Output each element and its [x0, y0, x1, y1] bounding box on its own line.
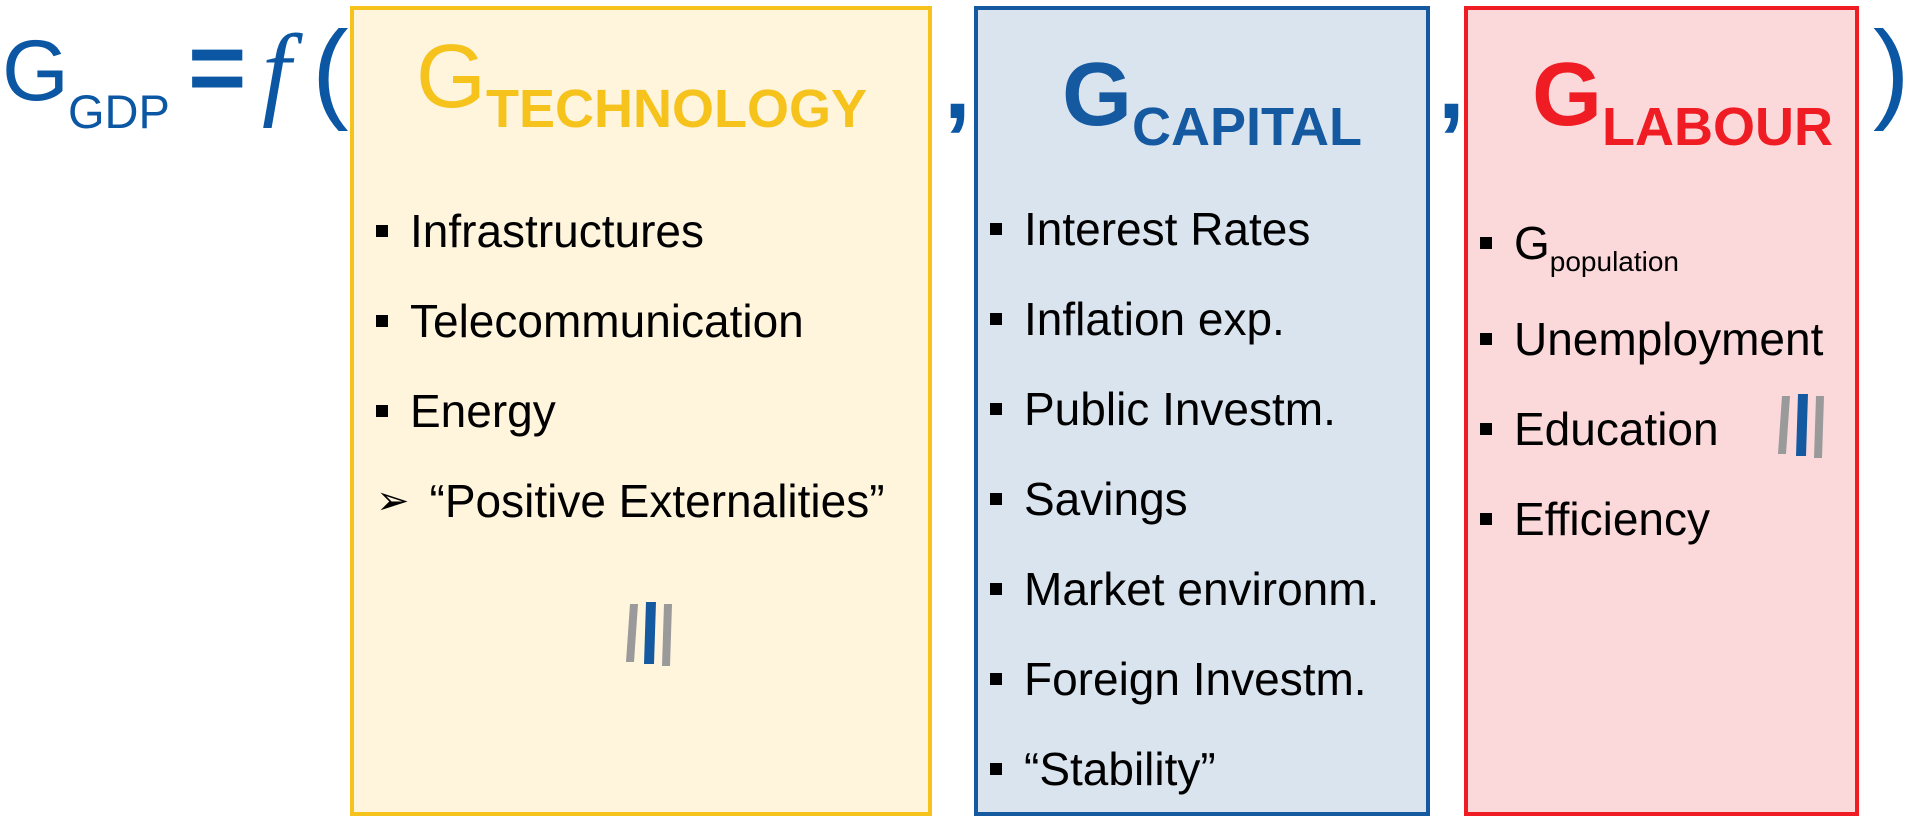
labour-header: GLABOUR — [1532, 50, 1833, 154]
square-bullet-icon — [1480, 513, 1492, 525]
capital-header: GCAPITAL — [1062, 50, 1362, 154]
square-bullet-icon — [990, 313, 1002, 325]
lhs-g: G — [2, 23, 69, 119]
list-item: Education — [1480, 406, 1719, 452]
list-item: Telecommunication — [376, 298, 804, 344]
labour-item-label: Efficiency — [1514, 493, 1711, 545]
lhs-gdp-subscript: GDP — [68, 85, 170, 138]
capital-header-g: G — [1062, 45, 1133, 145]
labour-item-label: Unemployment — [1514, 313, 1824, 365]
list-item: Gpopulation — [1480, 217, 1679, 276]
list-item: Public Investm. — [990, 386, 1336, 432]
technology-header-g: G — [416, 27, 487, 127]
square-bullet-icon — [990, 583, 1002, 595]
square-bullet-icon — [990, 223, 1002, 235]
labour-box: GLABOUR Gpopulation Unemployment Educati… — [1464, 6, 1859, 816]
square-bullet-icon — [990, 403, 1002, 415]
square-bullet-icon — [1480, 333, 1492, 345]
square-bullet-icon — [990, 763, 1002, 775]
technology-item-label: “Positive Externalities” — [429, 475, 885, 527]
square-bullet-icon — [990, 493, 1002, 505]
square-bullet-icon — [1480, 237, 1492, 249]
capital-item-label: Public Investm. — [1024, 383, 1336, 435]
list-item: Efficiency — [1480, 496, 1710, 542]
list-item: Interest Rates — [990, 206, 1310, 252]
labour-header-sub: LABOUR — [1602, 97, 1833, 157]
labour-item-label: Education — [1514, 403, 1719, 455]
capital-item-label: Inflation exp. — [1024, 293, 1285, 345]
stripes-logo-icon — [626, 602, 672, 666]
close-parenthesis: ) — [1873, 16, 1905, 126]
separator-comma: , — [1438, 32, 1465, 139]
square-bullet-icon — [376, 315, 388, 327]
labour-item-g: G — [1514, 217, 1550, 269]
capital-item-label: Interest Rates — [1024, 203, 1311, 255]
capital-item-label: Foreign Investm. — [1024, 653, 1367, 705]
separator-comma: , — [944, 32, 971, 139]
technology-item-label: Telecommunication — [410, 295, 804, 347]
capital-item-label: Savings — [1024, 473, 1188, 525]
stripes-logo-icon — [1778, 394, 1824, 458]
capital-box: GCAPITAL Interest Rates Inflation exp. P… — [974, 6, 1430, 816]
open-parenthesis: ( — [312, 9, 349, 132]
technology-header-sub: TECHNOLOGY — [486, 79, 868, 139]
labour-item-population-subscript: population — [1549, 246, 1680, 277]
list-item: Infrastructures — [376, 208, 704, 254]
capital-item-label: “Stability” — [1024, 743, 1216, 795]
list-item: Unemployment — [1480, 316, 1823, 362]
arrowhead-bullet-icon: ➢ — [376, 478, 410, 524]
list-item: Savings — [990, 476, 1188, 522]
list-item: Inflation exp. — [990, 296, 1285, 342]
square-bullet-icon — [1480, 423, 1492, 435]
square-bullet-icon — [990, 673, 1002, 685]
technology-header: GTECHNOLOGY — [416, 32, 867, 136]
labour-header-g: G — [1532, 45, 1603, 145]
capital-item-label: Market environm. — [1024, 563, 1380, 615]
square-bullet-icon — [376, 225, 388, 237]
list-item: Market environm. — [990, 566, 1379, 612]
technology-item-label: Infrastructures — [410, 205, 704, 257]
square-bullet-icon — [376, 405, 388, 417]
function-symbol: f — [262, 14, 291, 129]
capital-header-sub: CAPITAL — [1132, 97, 1362, 157]
technology-item-label: Energy — [410, 385, 556, 437]
equals-sign: = — [188, 12, 247, 124]
technology-box: GTECHNOLOGY Infrastructures Telecommunic… — [350, 6, 932, 816]
list-item: Foreign Investm. — [990, 656, 1367, 702]
list-item: “Stability” — [990, 746, 1216, 792]
list-item: ➢ “Positive Externalities” — [376, 478, 885, 524]
list-item: Energy — [376, 388, 556, 434]
